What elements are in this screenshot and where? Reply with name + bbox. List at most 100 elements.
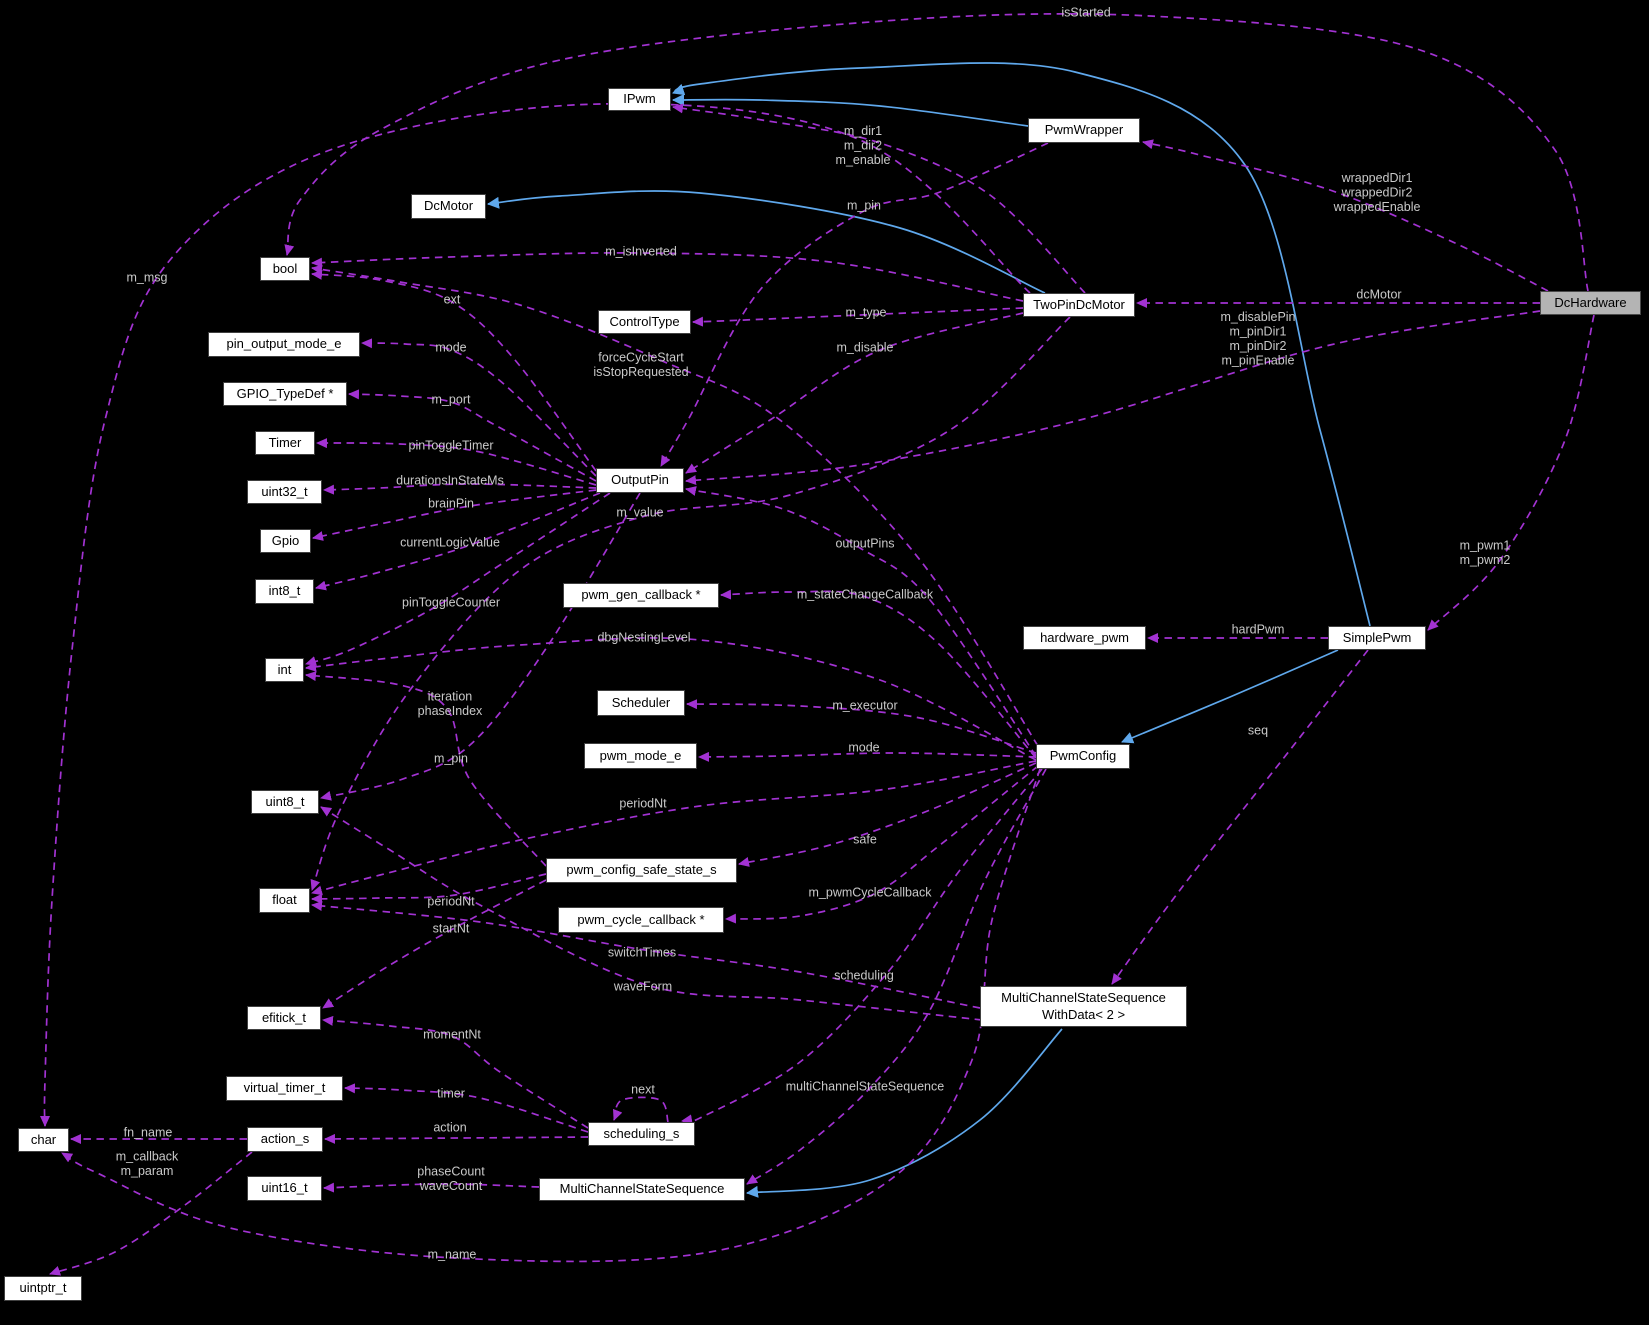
edge-outputpin-to-pin_output_mode_e [361, 338, 597, 477]
edge-mcsswithdata-to-mcss [746, 1028, 1063, 1198]
class-node-efitick_t[interactable]: efitick_t [247, 1006, 321, 1030]
edge-label-action_s-to-char: fn_name [124, 1126, 173, 1140]
class-node-uint16_t[interactable]: uint16_t [247, 1176, 322, 1201]
edge-dchardware-to-simplepwm [1427, 314, 1595, 631]
class-node-dcmotor[interactable]: DcMotor [411, 194, 486, 219]
edge-label-outputpin-to-uint32_t: durationsInStateMs [396, 474, 504, 488]
edge-outputpin-to-uint8_t [320, 492, 641, 801]
edge-label-twopindcmotor-to-outputpin: m_disable [837, 341, 894, 355]
edge-pwmconfig-to-outputpin [685, 486, 1037, 757]
edge-scheduling_s-to-action_s [324, 1133, 589, 1144]
class-node-simplepwm[interactable]: SimplePwm [1328, 626, 1426, 650]
edge-label-dchardware-to-bool: isStarted [1061, 6, 1110, 20]
class-node-uintptr_t[interactable]: uintptr_t [4, 1276, 82, 1301]
edge-label-mcsswithdata-to-float: switchTimes [608, 946, 676, 960]
edge-label-pwmconfig-to-float: periodNt [619, 797, 667, 811]
class-node-bool[interactable]: bool [260, 257, 310, 281]
edge-scheduling_s-to-efitick_t [322, 1015, 589, 1129]
edge-label-twopindcmotor-to-char: m_msg [127, 271, 168, 285]
class-node-pwm_gen_callback[interactable]: pwm_gen_callback * [563, 583, 719, 608]
class-node-int[interactable]: int [265, 658, 304, 682]
edge-pwmconfig-to-pwm_mode_e [698, 751, 1037, 762]
edge-outputpin-to-gpio_typedef [348, 389, 597, 482]
edge-pwmconfig-to-scheduler [686, 699, 1037, 754]
edge-label-outputpin-to-gpio_typedef: m_port [432, 393, 471, 407]
edge-label-twopindcmotor-to-float: m_value [616, 506, 663, 520]
edge-paths [39, 12, 1595, 1276]
edge-label-twopindcmotor-to-controltype: m_type [846, 306, 887, 320]
edge-label-outputpin-to-int: pinToggleCounter [402, 596, 500, 610]
edge-pwmconfig-to-pwm_cycle_callback [725, 765, 1039, 924]
edge-label-simplepwm-to-hardware_pwm: hardPwm [1232, 623, 1285, 637]
edge-label-pwmconfig-to-mcss: multiChannelStateSequence [786, 1080, 944, 1094]
edge-mcsswithdata-to-uint8_t [320, 806, 983, 1021]
edge-label-outputpin-to-gpio: brainPin [428, 497, 474, 511]
class-node-char[interactable]: char [18, 1128, 69, 1152]
edge-twopindcmotor-to-outputpin [685, 312, 1024, 474]
edge-pwm_config_safe_state_s-to-efitick_t [322, 879, 547, 1009]
class-node-mcsswithdata[interactable]: MultiChannelStateSequence WithData< 2 > [980, 986, 1187, 1027]
class-node-dchardware: DcHardware [1540, 291, 1641, 315]
class-node-uint8_t[interactable]: uint8_t [251, 790, 319, 814]
class-node-pwm_cycle_callback[interactable]: pwm_cycle_callback * [558, 907, 724, 933]
class-node-controltype[interactable]: ControlType [598, 310, 691, 334]
class-node-pwmconfig[interactable]: PwmConfig [1036, 744, 1130, 769]
class-node-pwm_mode_e[interactable]: pwm_mode_e [584, 743, 697, 769]
edge-label-pwmconfig-to-outputpin: outputPins [835, 537, 894, 551]
class-node-pin_output_mode_e[interactable]: pin_output_mode_e [208, 332, 360, 357]
edge-label-pwmconfig-to-scheduler: m_executor [832, 699, 897, 713]
edge-label-scheduling_s-to-scheduling_s: next [631, 1083, 655, 1097]
edge-pwm_config_safe_state_s-to-int [305, 671, 547, 867]
class-node-timer[interactable]: Timer [255, 431, 315, 455]
edge-pwmconfig-to-char [61, 768, 1041, 1263]
class-node-gpio[interactable]: Gpio [260, 529, 311, 553]
edge-mcsswithdata-to-float [311, 901, 981, 1009]
class-node-scheduler[interactable]: Scheduler [597, 690, 685, 716]
class-node-float[interactable]: float [259, 888, 310, 913]
class-node-int8_t[interactable]: int8_t [255, 579, 314, 604]
class-node-virtual_timer_t[interactable]: virtual_timer_t [226, 1076, 343, 1101]
class-node-mcss[interactable]: MultiChannelStateSequence [539, 1178, 745, 1201]
edge-pwmconfig-to-scheduling_s [681, 768, 1043, 1125]
edge-outputpin-to-uint32_t [323, 483, 597, 495]
edge-pwmconfig-to-mcss [746, 768, 1047, 1185]
class-node-scheduling_s[interactable]: scheduling_s [588, 1122, 695, 1146]
edge-outputpin-to-int [305, 492, 611, 666]
edge-simplepwm-to-ipwm [672, 62, 1371, 627]
edge-action_s-to-uintptr_t [49, 1151, 253, 1276]
class-node-uint32_t[interactable]: uint32_t [247, 480, 322, 504]
class-node-twopindcmotor[interactable]: TwoPinDcMotor [1023, 293, 1135, 317]
edge-twopindcmotor-to-controltype [692, 307, 1024, 327]
edge-label-mcsswithdata-to-uint8_t: waveForm [613, 980, 672, 994]
class-node-pwm_config_safe_state_s[interactable]: pwm_config_safe_state_s [546, 858, 737, 883]
edge-label-simplepwm-to-mcsswithdata: seq [1248, 724, 1268, 738]
edge-label-pwm_config_safe_state_s-to-efitick_t: startNt [433, 922, 470, 936]
edge-simplepwm-to-mcsswithdata [1111, 649, 1369, 985]
class-node-ipwm[interactable]: IPwm [608, 88, 671, 111]
edge-scheduling_s-to-virtual_timer_t [344, 1083, 589, 1133]
edge-label-scheduling_s-to-virtual_timer_t: timer [437, 1087, 465, 1101]
edge-label-pwmconfig-to-scheduling_s: scheduling [834, 969, 894, 983]
edge-outputpin-to-bool [311, 269, 597, 472]
class-node-hardware_pwm[interactable]: hardware_pwm [1023, 626, 1146, 650]
edge-outputpin-to-timer [316, 438, 597, 486]
edge-pwmconfig-to-pwm_config_safe_state_s [738, 762, 1037, 867]
edge-label-pwm_config_safe_state_s-to-float: periodNt [427, 895, 475, 909]
class-node-pwmwrapper[interactable]: PwmWrapper [1028, 118, 1140, 143]
edge-scheduling_s-to-scheduling_s [612, 1096, 669, 1123]
class-node-outputpin[interactable]: OutputPin [596, 468, 684, 493]
edge-mcss-to-uint16_t [323, 1182, 540, 1193]
edge-label-twopindcmotor-to-bool: m_isInverted [605, 245, 677, 259]
class-node-gpio_typedef[interactable]: GPIO_TypeDef * [223, 382, 347, 406]
class-node-action_s[interactable]: action_s [247, 1127, 323, 1152]
edge-pwmconfig-to-bool [311, 264, 1039, 747]
edge-dchardware-to-pwmwrapper [1142, 139, 1549, 292]
edge-label-scheduling_s-to-action_s: action [433, 1121, 466, 1135]
edge-pwmwrapper-to-ipwm [672, 93, 1029, 127]
